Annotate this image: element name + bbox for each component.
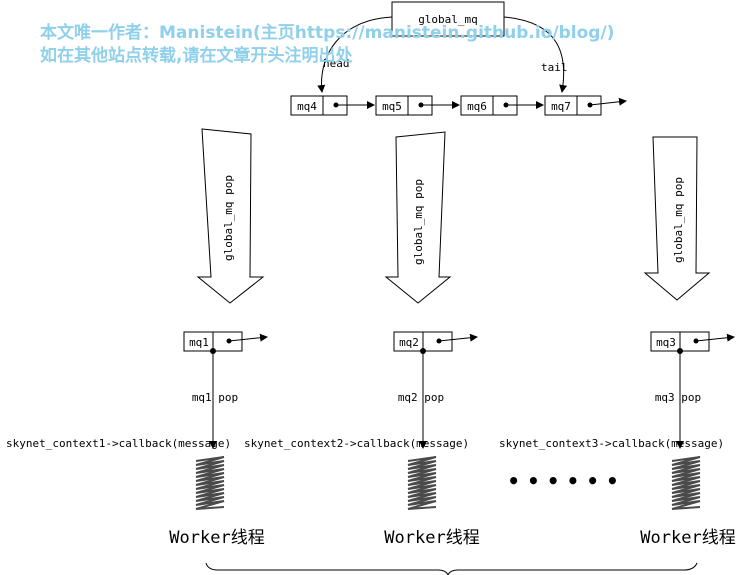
- worker-queue-mq2: mq2: [393, 331, 478, 352]
- callback-label: skynet_context1->callback(message): [6, 437, 231, 450]
- callback-label: skynet_context2->callback(message): [244, 437, 469, 450]
- node-label: mq5: [382, 100, 402, 113]
- mq-pop-label: mq2 pop: [398, 391, 444, 404]
- global-queue-node-mq6: mq6: [460, 95, 544, 116]
- worker-3: mq3 mq3 pop skynet_context3->callback(me…: [499, 331, 736, 548]
- worker-queue-label: mq1: [189, 336, 209, 349]
- mq-pop-label: mq3 pop: [655, 391, 701, 404]
- global-pop-arrow-2: global_mq pop: [384, 131, 452, 304]
- head-pointer: [317, 16, 393, 93]
- pop-arrow-label: global_mq pop: [412, 179, 425, 265]
- more-workers-ellipsis: • • • • • •: [507, 469, 619, 493]
- watermark-line-1: 本文唯一作者：Manistein(主页https://manistein.git…: [40, 22, 614, 43]
- watermark-line-2: 如在其他站点转载,请在文章开头注明出处: [40, 45, 353, 66]
- worker-queue-mq3: mq3: [650, 331, 735, 352]
- node-label: mq6: [467, 100, 487, 113]
- workers-brace: [205, 562, 698, 575]
- global-mq-box: [391, 1, 505, 37]
- global-pop-arrow-1: global_mq pop: [196, 128, 265, 304]
- worker-label: Worker线程: [169, 528, 264, 548]
- worker-spring: [407, 456, 437, 510]
- pop-arrow-label: global_mq pop: [222, 175, 235, 261]
- global-queue-node-mq4: mq4: [290, 95, 375, 116]
- mq-pop-label: mq1 pop: [192, 391, 238, 404]
- global-mq-title: global_mq: [418, 13, 478, 26]
- worker-queue-label: mq3: [656, 336, 676, 349]
- head-label: head: [323, 57, 350, 70]
- pop-arrow-label: global_mq pop: [672, 177, 685, 263]
- worker-queue-label: mq2: [399, 336, 419, 349]
- global-queue-node-mq5: mq5: [375, 95, 460, 116]
- worker-spring: [671, 456, 701, 510]
- worker-spring: [195, 456, 225, 510]
- global-pop-arrow-3: global_mq pop: [643, 136, 711, 301]
- worker-label: Worker线程: [640, 528, 735, 548]
- node-label: mq7: [551, 100, 571, 113]
- worker-queue-mq1: mq1: [183, 331, 268, 352]
- worker-2: mq2 mq2 pop skynet_context2->callback(me…: [244, 331, 480, 548]
- node-label: mq4: [297, 100, 317, 113]
- tail-pointer: [503, 16, 568, 93]
- worker-label: Worker线程: [384, 528, 479, 548]
- global-queue-node-mq7: mq7: [544, 95, 627, 116]
- tail-label: tail: [541, 61, 568, 74]
- worker-1: mq1 mq1 pop skynet_context1->callback(me…: [6, 331, 268, 548]
- callback-label: skynet_context3->callback(message): [499, 437, 724, 450]
